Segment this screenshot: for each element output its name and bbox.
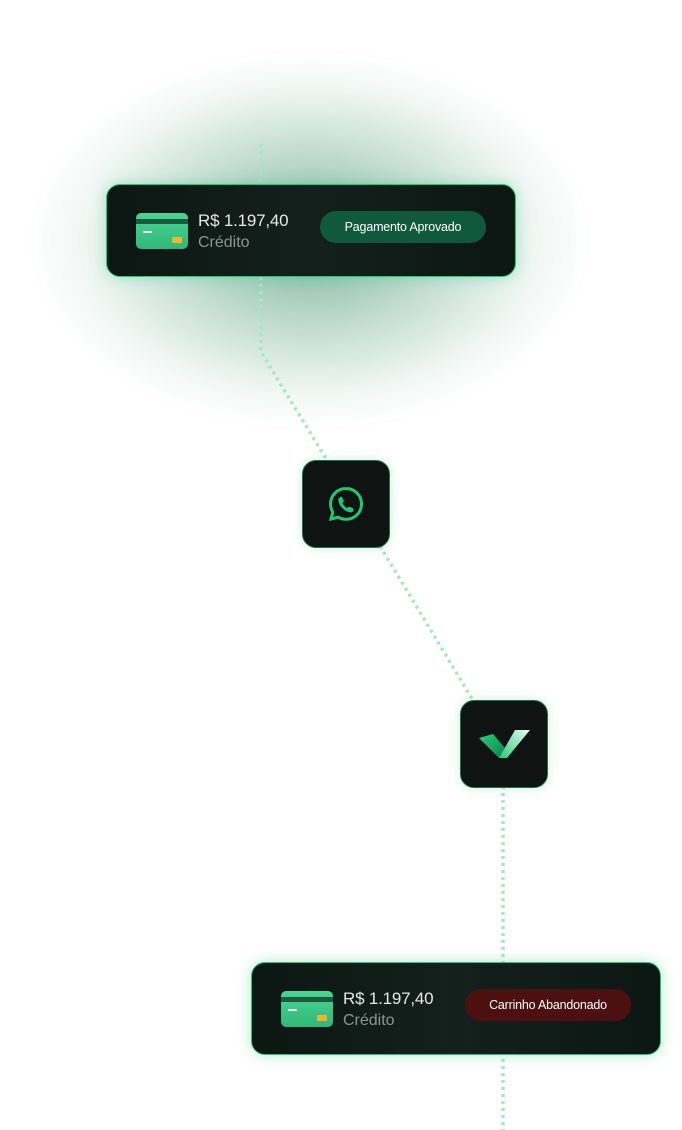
credit-card-icon [136,213,188,249]
payment-method: Crédito [198,234,250,251]
credit-card-icon [281,991,333,1027]
payment-approved-card[interactable]: R$ 1.197,40 Crédito Pagamento Aprovado [106,184,516,277]
whatsapp-icon [328,486,364,522]
payment-amount: R$ 1.197,40 [343,989,434,1008]
cart-abandoned-card[interactable]: R$ 1.197,40 Crédito Carrinho Abandonado [251,962,661,1055]
connector-middle [378,545,476,703]
payment-method: Crédito [343,1012,395,1029]
whatsapp-node[interactable] [302,460,390,548]
payment-amount: R$ 1.197,40 [198,211,289,230]
status-badge: Pagamento Aprovado [320,211,486,243]
status-badge: Carrinho Abandonado [465,989,631,1021]
checkmark-icon [479,730,530,758]
checkmark-node[interactable] [460,700,548,788]
